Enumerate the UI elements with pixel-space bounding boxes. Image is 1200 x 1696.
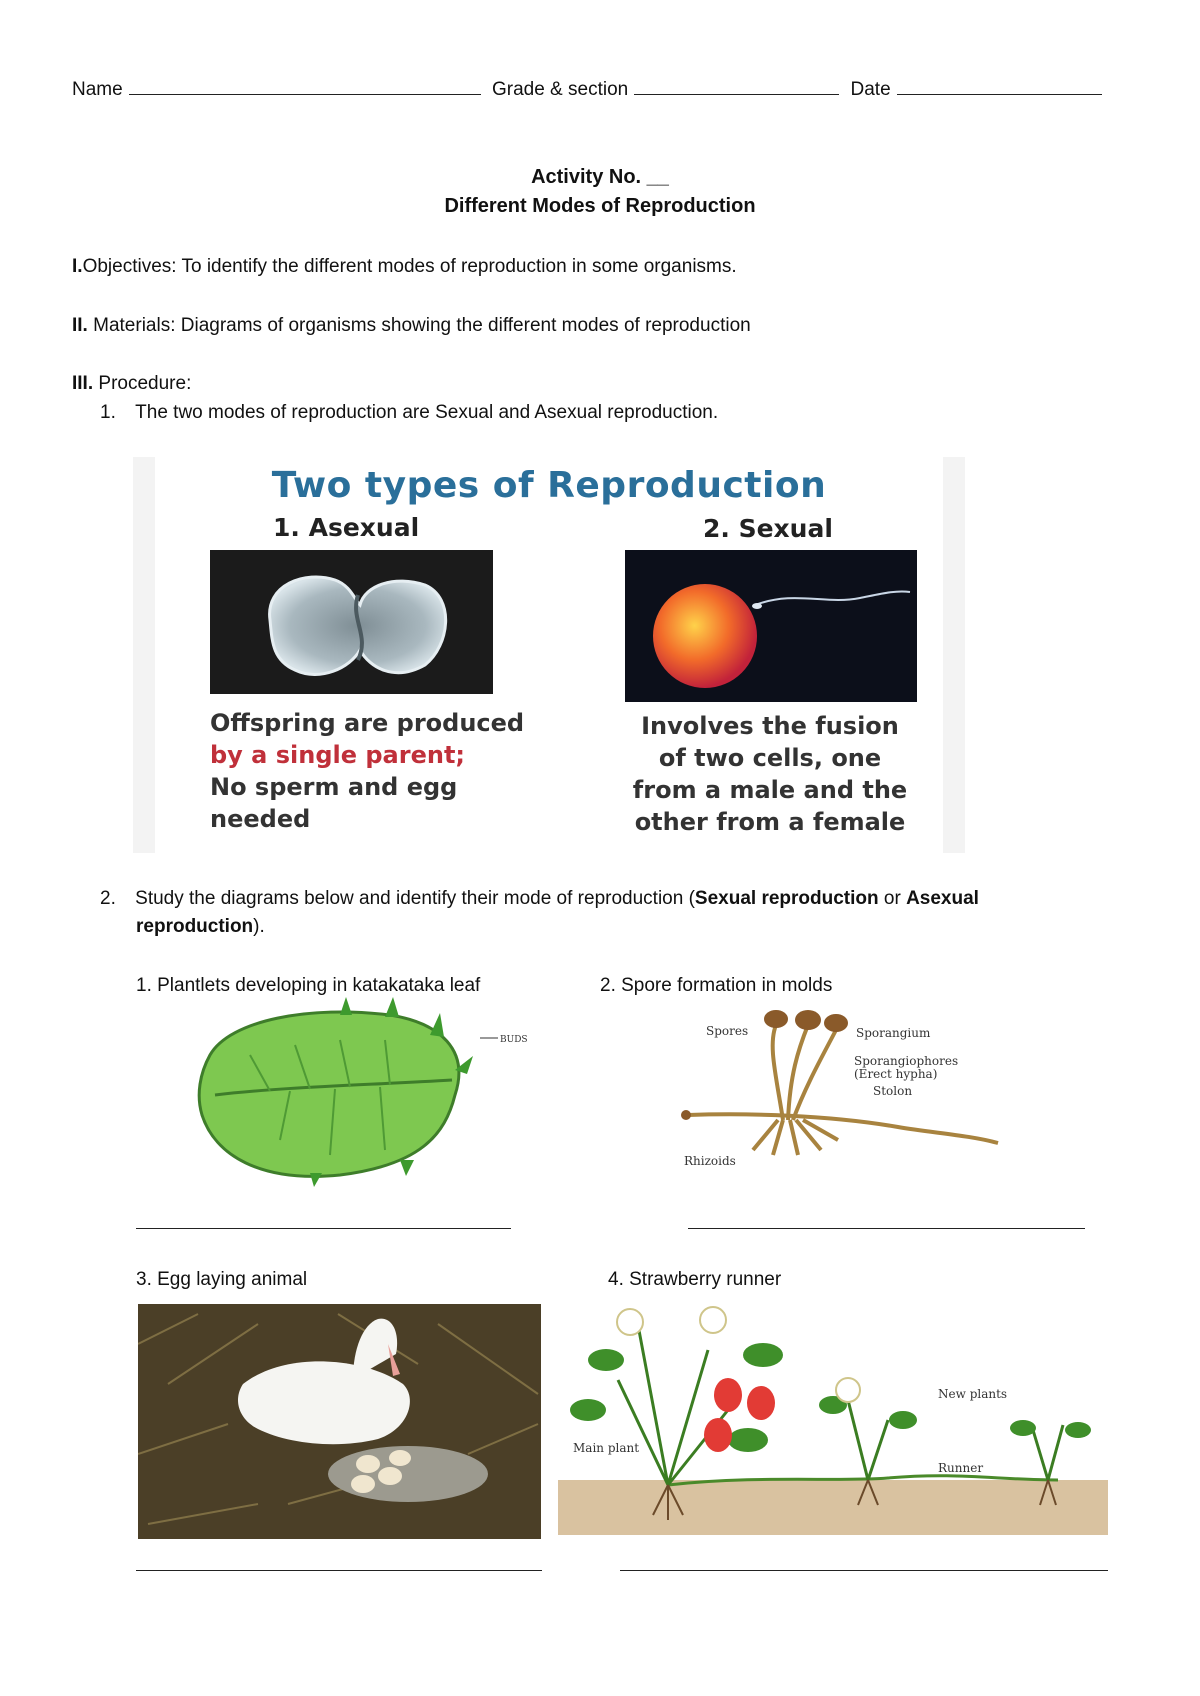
asexual-desc-line-1: Offspring are produced bbox=[210, 709, 525, 737]
strawberry-icon: New plants Main plant Runner bbox=[558, 1306, 1108, 1535]
new-plants-label: New plants bbox=[938, 1387, 1007, 1401]
sexual-heading: 2. Sexual bbox=[703, 514, 833, 543]
sporangium-label: Sporangium bbox=[856, 1026, 931, 1040]
step-2-text-b: or bbox=[878, 888, 907, 909]
answer-line-3[interactable] bbox=[136, 1570, 542, 1571]
katakataka-leaf-figure: BUDS bbox=[190, 995, 530, 1190]
item-4-label: 4. Strawberry runner bbox=[608, 1269, 782, 1290]
step-2-number: 2. bbox=[100, 888, 116, 909]
item-3-label: 3. Egg laying animal bbox=[136, 1269, 308, 1290]
step-2-bold-a: Sexual reproduction bbox=[694, 888, 879, 909]
goose-icon bbox=[138, 1304, 541, 1539]
sexual-description: Involves the fusion of two cells, one fr… bbox=[595, 710, 945, 838]
date-label: Date bbox=[850, 79, 891, 100]
step-2-bold-c: reproduction bbox=[136, 916, 254, 937]
step-1-number: 1. bbox=[100, 402, 116, 423]
objectives-label: I. bbox=[72, 256, 83, 277]
objectives: I.Objectives: To identify the different … bbox=[72, 256, 737, 278]
leaf-icon: BUDS bbox=[197, 997, 528, 1187]
activity-subtitle: Different Modes of Reproduction bbox=[444, 195, 756, 217]
dividing-cell-photo bbox=[210, 550, 493, 694]
main-plant-label: Main plant bbox=[573, 1441, 639, 1455]
goose-nest-photo bbox=[138, 1304, 541, 1539]
answer-line-4[interactable] bbox=[620, 1570, 1108, 1571]
spores-label: Spores bbox=[706, 1024, 748, 1038]
sporangiophores-label: Sporangiophores bbox=[854, 1054, 958, 1068]
materials: II. Materials: Diagrams of organisms sho… bbox=[72, 315, 751, 337]
materials-label: II. bbox=[72, 315, 88, 336]
objectives-text: Objectives: To identify the different mo… bbox=[82, 256, 737, 277]
sexual-desc-line-1: Involves the fusion bbox=[641, 712, 899, 740]
date-blank[interactable] bbox=[896, 76, 1102, 95]
mold-spore-figure: Spores Sporangium Sporangiophores (Erect… bbox=[668, 995, 1008, 1175]
hero-title: Two types of Reproduction bbox=[271, 465, 827, 506]
sexual-desc-line-2: of two cells, one bbox=[658, 744, 882, 772]
buds-label: BUDS bbox=[500, 1035, 528, 1045]
egg-sperm-icon bbox=[653, 584, 911, 688]
grade-label: Grade & section bbox=[491, 79, 629, 100]
two-types-reproduction-figure: Two types of Reproduction 1. Asexual 2. … bbox=[133, 457, 965, 853]
runner-label: Runner bbox=[938, 1461, 983, 1475]
mold-icon: Spores Sporangium Sporangiophores (Erect… bbox=[681, 1010, 999, 1168]
stolon-label: Stolon bbox=[873, 1084, 912, 1098]
procedure-text: Procedure: bbox=[93, 373, 192, 394]
materials-text: Materials: Diagrams of organisms showing… bbox=[87, 315, 751, 336]
step-2-bold-b: Asexual bbox=[906, 888, 979, 909]
grade-blank[interactable] bbox=[634, 76, 840, 95]
asexual-desc-line-4: needed bbox=[210, 805, 311, 833]
erect-hypha-label: (Erect hypha) bbox=[854, 1067, 937, 1081]
asexual-desc-line-2: by a single parent; bbox=[210, 741, 466, 769]
activity-title: Activity No. __ bbox=[531, 166, 669, 188]
item-2-label: 2. Spore formation in molds bbox=[600, 975, 833, 996]
step-1-text: The two modes of reproduction are Sexual… bbox=[135, 402, 719, 423]
rhizoids-label: Rhizoids bbox=[684, 1154, 736, 1168]
two-types-panel: Two types of Reproduction 1. Asexual 2. … bbox=[155, 457, 943, 853]
procedure: III. Procedure: bbox=[72, 373, 191, 395]
header-fields: Name Grade & section Date bbox=[72, 76, 1108, 101]
answer-line-1[interactable] bbox=[136, 1228, 511, 1229]
name-blank[interactable] bbox=[128, 76, 481, 95]
sexual-desc-line-3: from a male and the bbox=[632, 776, 908, 804]
dividing-cell-icon bbox=[268, 575, 448, 676]
step-1: 1. The two modes of reproduction are Sex… bbox=[100, 402, 718, 424]
asexual-desc-line-3: No sperm and egg bbox=[210, 773, 458, 801]
procedure-label: III. bbox=[72, 373, 94, 394]
asexual-heading: 1. Asexual bbox=[273, 513, 420, 542]
fertilization-photo bbox=[625, 550, 917, 702]
sexual-desc-line-4: other from a female bbox=[634, 808, 906, 836]
strawberry-runner-figure: New plants Main plant Runner bbox=[558, 1300, 1108, 1535]
step-2: 2. Study the diagrams below and identify… bbox=[100, 885, 1100, 941]
name-label: Name bbox=[72, 79, 123, 100]
item-1-label: 1. Plantlets developing in katakataka le… bbox=[136, 975, 481, 996]
step-2-text-a: Study the diagrams below and identify th… bbox=[135, 888, 695, 909]
answer-line-2[interactable] bbox=[688, 1228, 1085, 1229]
step-2-text-c: ). bbox=[253, 916, 265, 937]
asexual-description: Offspring are produced by a single paren… bbox=[210, 707, 570, 835]
